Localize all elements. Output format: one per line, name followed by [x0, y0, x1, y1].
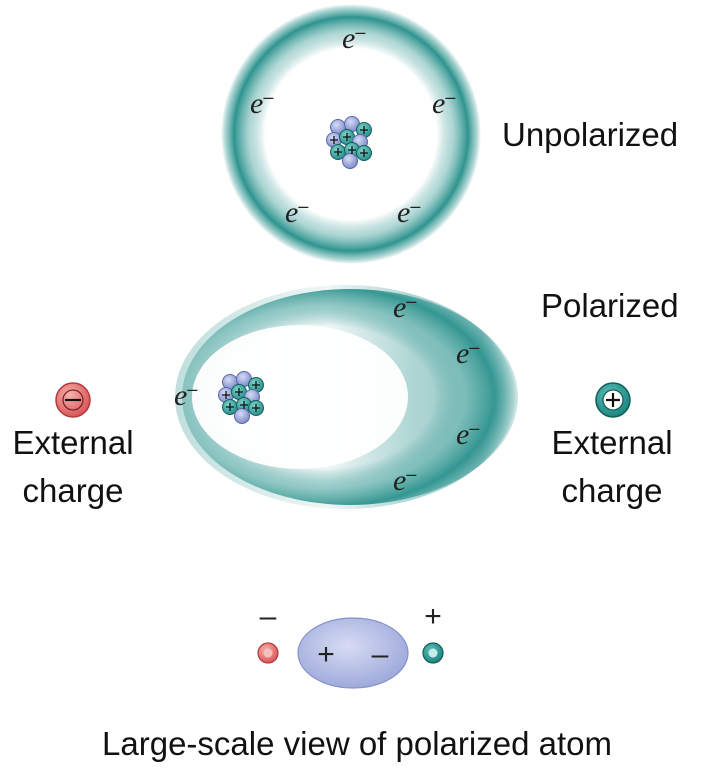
- electron-label: e–: [432, 87, 455, 120]
- polarized-atom: e– e– e– e– e–: [174, 285, 518, 509]
- external-negative-charge: [55, 382, 91, 418]
- electron-label: e–: [342, 22, 365, 55]
- polarized-label: Polarized: [541, 287, 679, 324]
- electron-label: e–: [456, 418, 479, 451]
- minus-sign: –: [260, 600, 277, 633]
- dipole-minus-sign: –: [372, 638, 389, 671]
- electron-label: e–: [393, 291, 416, 324]
- external-charge-left-label-line1: External: [12, 424, 133, 461]
- dipole-view: – + – +: [257, 600, 444, 689]
- electron-label: e–: [174, 379, 197, 412]
- external-charge-right-label-line2: charge: [562, 472, 663, 509]
- external-positive-charge: [595, 382, 631, 418]
- external-charge-right-label-line1: External: [551, 424, 672, 461]
- polarized-cloud-inner: [192, 325, 408, 469]
- electron-label: e–: [250, 87, 273, 120]
- caption: Large-scale view of polarized atom: [102, 725, 612, 762]
- electron-label: e–: [456, 337, 479, 370]
- electron-label: e–: [285, 196, 308, 229]
- external-charge-left-label-line2: charge: [23, 472, 124, 509]
- dipole-plus-sign: +: [317, 638, 335, 671]
- electron-label: e–: [397, 196, 420, 229]
- unpolarized-label: Unpolarized: [502, 116, 678, 153]
- plus-sign: +: [424, 600, 442, 633]
- electron-label: e–: [393, 464, 416, 497]
- dipole-atom: [297, 617, 409, 689]
- unpolarized-atom: e– e– e– e– e–: [221, 4, 481, 264]
